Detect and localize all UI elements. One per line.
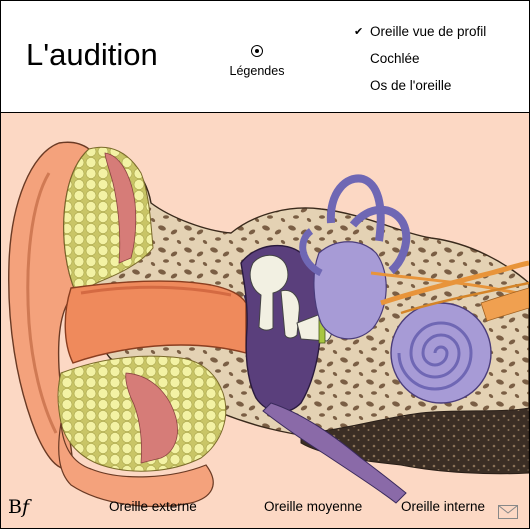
- label-outer-ear[interactable]: Oreille externe: [109, 499, 197, 514]
- brand-letter-f: f: [21, 496, 30, 518]
- menu-item-label: Oreille vue de profil: [370, 24, 487, 39]
- pinna-fold: [26, 172, 58, 434]
- label-inner-ear[interactable]: Oreille interne: [401, 499, 486, 514]
- vestibule: [313, 241, 387, 340]
- ear-anatomy-illustration: [8, 141, 529, 507]
- canal-lining-top: [80, 285, 232, 297]
- legend-label: Légendes: [229, 64, 285, 78]
- facial-nerve: [400, 281, 529, 315]
- eustachian-tube: [262, 402, 407, 504]
- semicircular-canal-2: [349, 205, 411, 275]
- menu-item-label: Cochlée: [370, 51, 420, 66]
- semicircular-canal-3: [299, 228, 323, 277]
- legend-toggle[interactable]: Légendes: [225, 45, 289, 78]
- menu-item-profile-view[interactable]: ✔ Oreille vue de profil: [354, 23, 486, 50]
- nerve-sheath: [480, 287, 529, 322]
- cochlea-spiral: [397, 321, 473, 391]
- checkmark-icon: ✔: [354, 26, 364, 38]
- menu-item-ear-bones[interactable]: Os de l'oreille: [354, 77, 486, 104]
- ear-illustration-area: Bf Oreille externe Oreille moyenne Oreil…: [1, 113, 529, 528]
- lower-muscle: [125, 372, 178, 464]
- radio-icon[interactable]: [251, 45, 263, 57]
- label-middle-ear[interactable]: Oreille moyenne: [264, 499, 363, 514]
- ear-canal: [64, 280, 247, 364]
- header: L'audition Légendes ✔ Oreille vue de pro…: [1, 1, 529, 113]
- envelope-icon[interactable]: [498, 505, 518, 519]
- malleus: [249, 254, 289, 331]
- menu-item-cochlea[interactable]: Cochlée: [354, 50, 486, 77]
- brand-logo[interactable]: Bf: [8, 496, 29, 518]
- muscle-strip: [104, 152, 137, 264]
- page-title: L'audition: [26, 37, 158, 72]
- semicircular-canal-1: [326, 174, 385, 242]
- menu-item-label: Os de l'oreille: [370, 78, 452, 93]
- incus: [280, 289, 300, 339]
- auditory-nerve: [380, 260, 529, 306]
- view-menu: ✔ Oreille vue de profil Cochlée Os de l'…: [354, 23, 486, 104]
- lower-skin: [58, 422, 214, 507]
- brand-letter-b: B: [8, 496, 22, 518]
